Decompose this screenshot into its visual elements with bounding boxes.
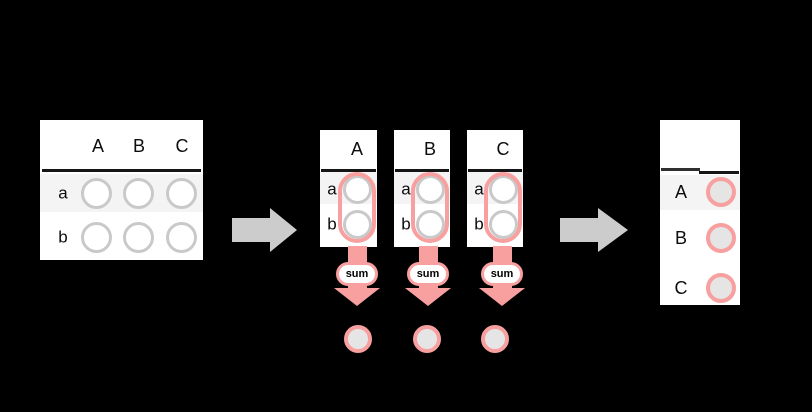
source-column-header: B — [132, 136, 146, 156]
header-rule — [42, 169, 201, 172]
sum-result-circle — [343, 325, 372, 353]
column-header-label: A — [350, 139, 364, 159]
data-cell-circle — [122, 221, 154, 253]
sum-operation-badge: sum — [336, 262, 378, 286]
result-value-circle — [706, 177, 736, 207]
result-row-label: A — [674, 182, 688, 202]
arrow-head — [405, 288, 451, 306]
result-value-circle — [706, 273, 736, 303]
split-table-a: A a b — [320, 130, 377, 247]
row-label: b — [401, 214, 411, 234]
row-label: b — [474, 214, 484, 234]
index-header-rule — [661, 168, 700, 171]
arrow-shaft — [232, 218, 270, 242]
row-label: b — [58, 227, 68, 247]
header-rule — [468, 169, 522, 172]
arrow-head — [598, 208, 628, 252]
sum-label: sum — [416, 268, 440, 280]
column-header-label: B — [423, 139, 437, 159]
row-label: a — [327, 179, 337, 199]
header-rule — [395, 169, 449, 172]
data-cell-circle — [80, 221, 112, 253]
result-table: A B C — [660, 120, 740, 305]
sum-label: sum — [490, 268, 514, 280]
arrow-head — [334, 288, 380, 306]
sum-result-circle — [481, 325, 509, 353]
result-value-circle — [706, 223, 736, 253]
source-table: A B C a b — [40, 120, 203, 260]
arrow-shaft — [560, 218, 598, 242]
split-table-c: C a b — [467, 130, 523, 247]
arrow-head — [479, 288, 525, 306]
sum-label: sum — [345, 268, 369, 280]
sum-operation-badge: sum — [407, 262, 449, 286]
result-row-label: C — [674, 278, 688, 298]
row-label: a — [58, 183, 68, 203]
row-label: b — [327, 214, 337, 234]
sum-operation-badge: sum — [481, 262, 523, 286]
sum-result-circle — [413, 325, 441, 353]
row-label: a — [474, 179, 484, 199]
selection-capsule — [411, 172, 449, 243]
row-label: a — [401, 179, 411, 199]
header-rule — [699, 171, 739, 174]
source-column-header: A — [91, 136, 105, 156]
data-cell-circle — [165, 221, 197, 253]
column-header-label: C — [496, 139, 510, 159]
selection-capsule — [484, 172, 522, 243]
header-rule — [321, 169, 376, 172]
split-table-b: B a b — [394, 130, 450, 247]
selection-capsule — [338, 172, 376, 243]
arrow-head — [270, 208, 297, 252]
result-row-label: B — [674, 228, 688, 248]
data-cell-circle — [80, 177, 112, 209]
data-cell-circle — [165, 177, 197, 209]
source-column-header: C — [175, 136, 189, 156]
data-cell-circle — [122, 177, 154, 209]
